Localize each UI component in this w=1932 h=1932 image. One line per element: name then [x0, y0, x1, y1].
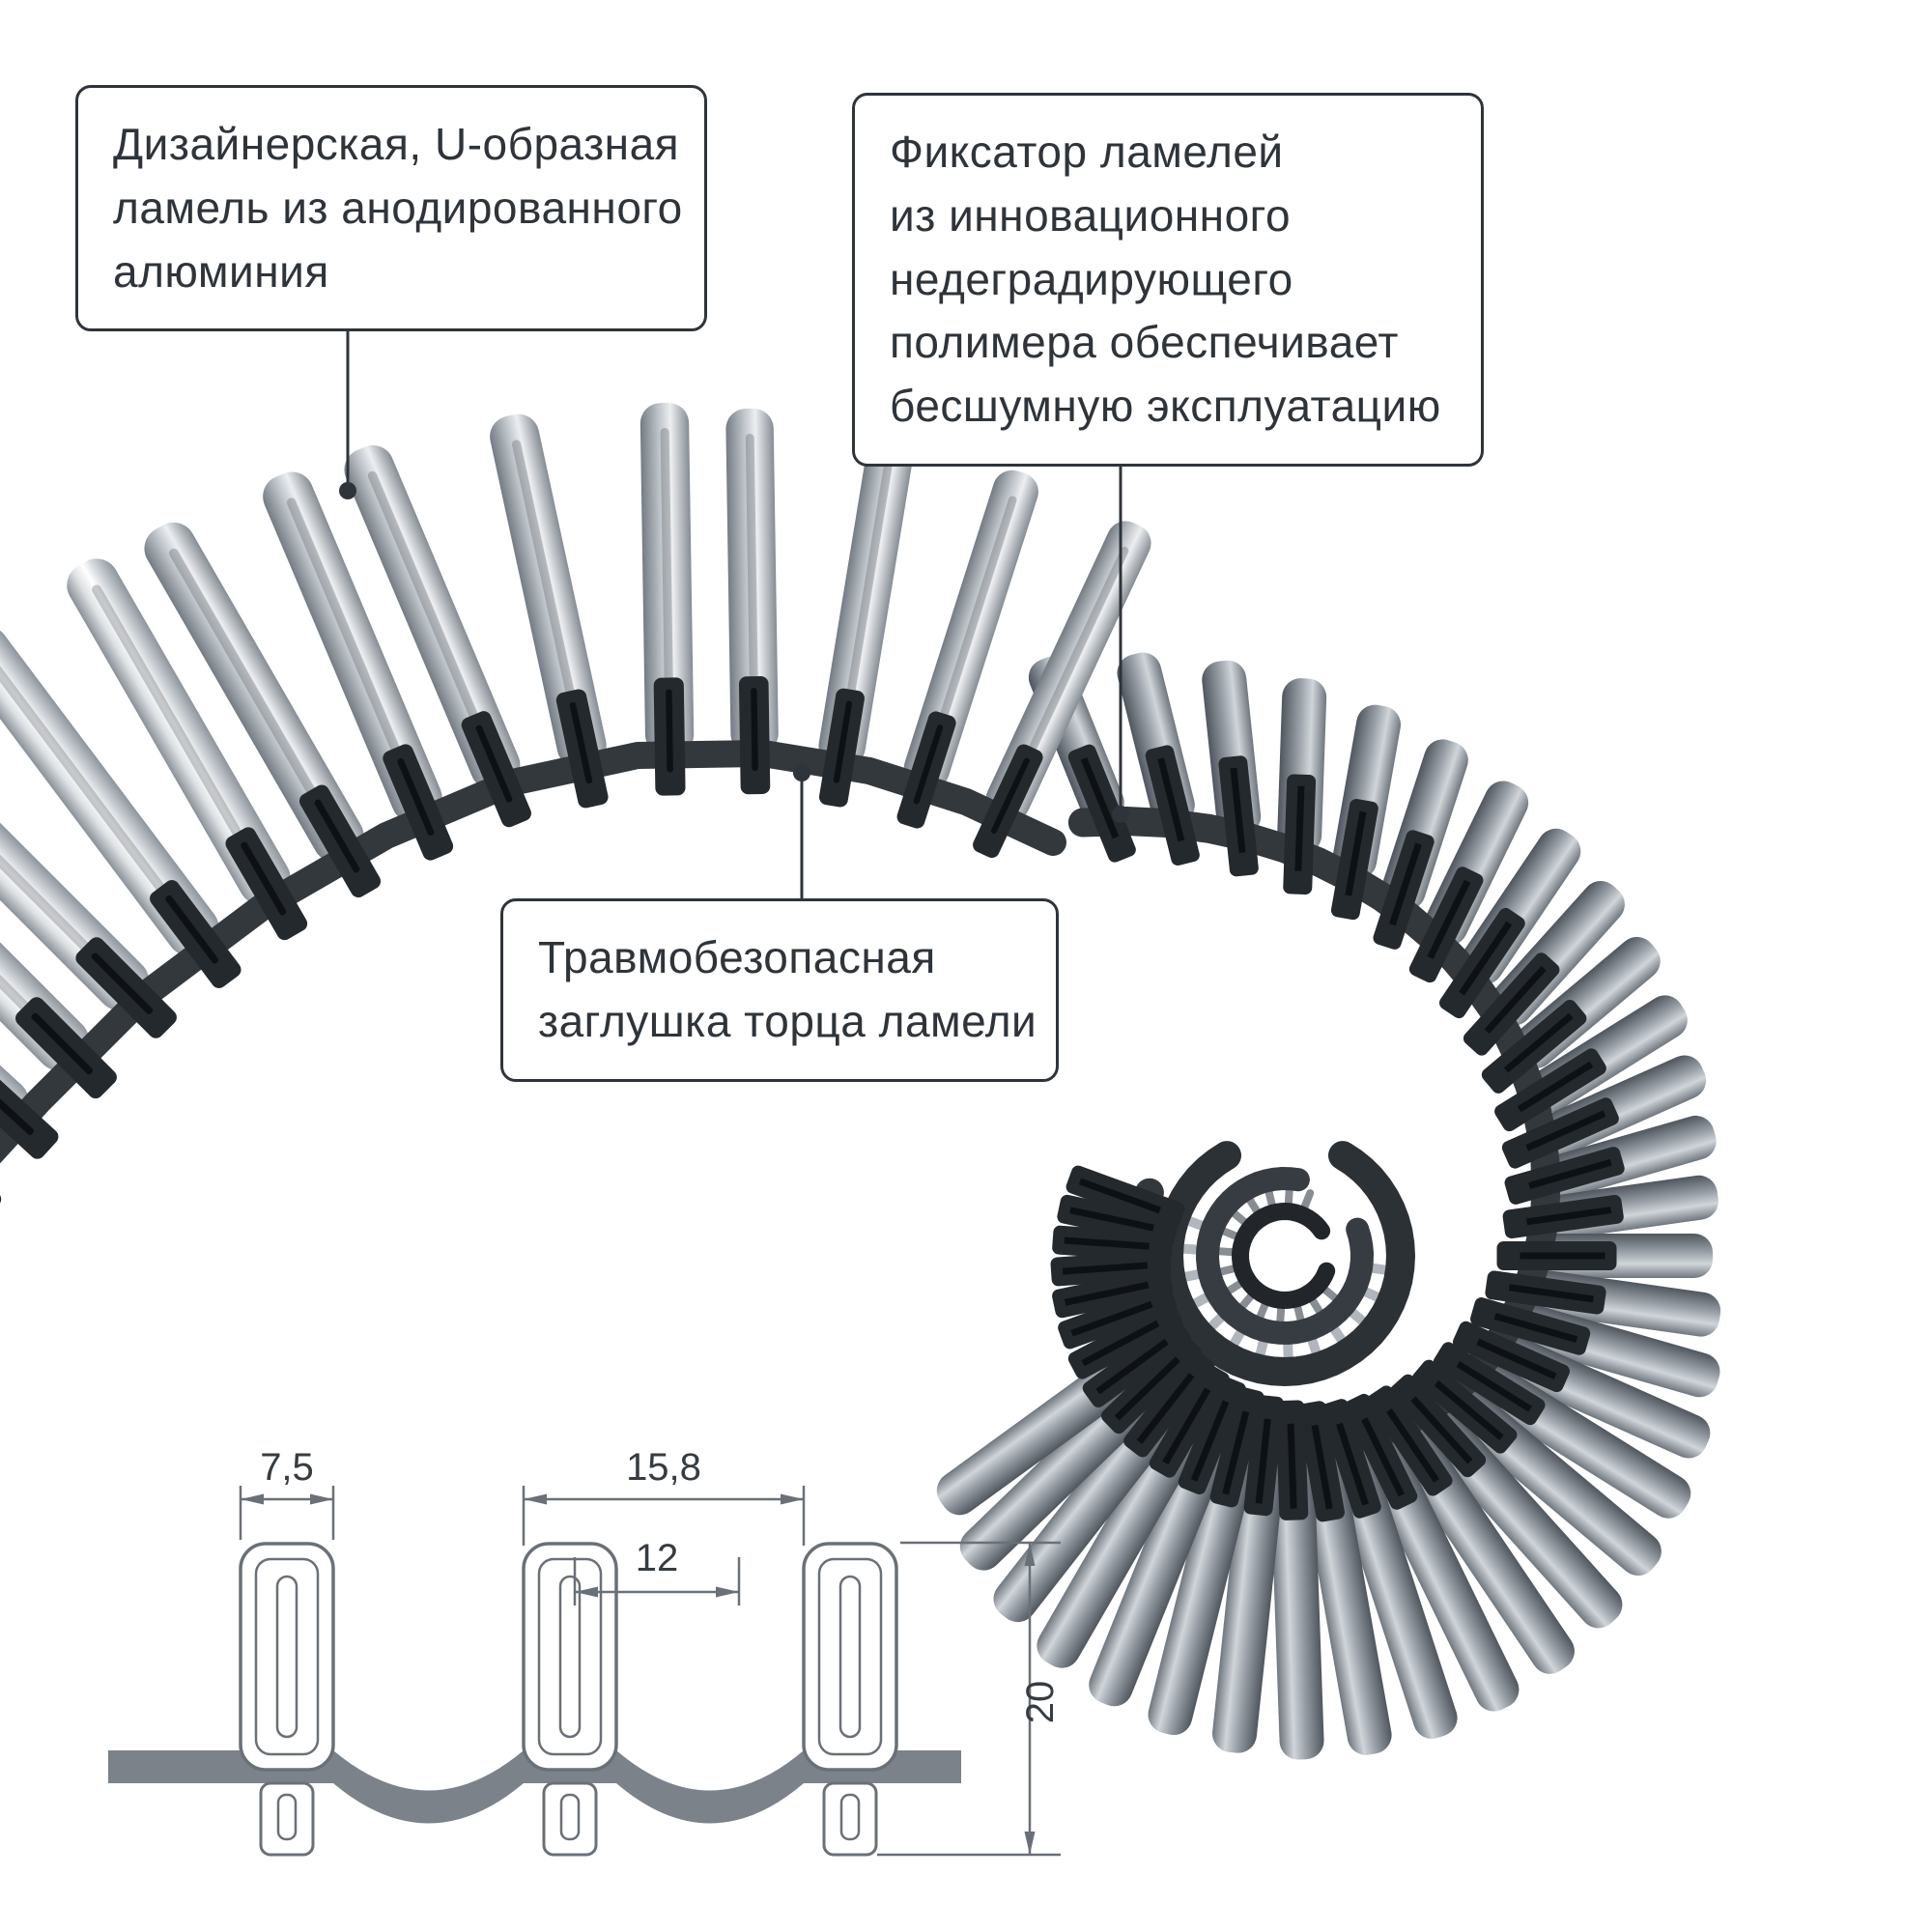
callout-text-line: недеградирующего [890, 253, 1293, 304]
callout-text-line: из инновационного [890, 189, 1292, 241]
callout-text-line: бесшумную эксплуатацию [890, 381, 1441, 432]
leader-dot-endcap [793, 764, 810, 781]
cross-section-drawing [108, 1542, 961, 1857]
callout-text-line: ламель из анодированного [113, 182, 683, 233]
callout-text-line: алюминия [113, 245, 329, 297]
dimension-lines [239, 1486, 1061, 1857]
dim-label-gap: 12 [636, 1537, 679, 1579]
callout-lamella: Дизайнерская, U-образная ламель из аноди… [75, 85, 707, 332]
callout-text-line: Фиксатор ламелей [890, 127, 1284, 177]
dim-label-lamella-width: 7,5 [260, 1446, 314, 1489]
callout-text-line: Травмобезопасная [538, 932, 936, 982]
callout-text-line: заглушка торца ламели [538, 995, 1037, 1046]
callout-fixator: Фиксатор ламелей из инновационного недег… [852, 93, 1484, 467]
leader-dot-lamella [339, 482, 356, 499]
rolled-grille-section [936, 652, 1721, 1760]
callout-text-line: Дизайнерская, U-образная [113, 119, 680, 169]
callout-endcap: Травмобезопасная заглушка торца ламели [500, 898, 1059, 1082]
dim-label-pitch: 15,8 [626, 1446, 701, 1489]
callout-text-line: полимера обеспечивает [890, 317, 1399, 368]
arched-grille-section [0, 402, 1151, 1222]
leader-dot-fixator [1112, 806, 1129, 823]
dim-label-height: 20 [1019, 1681, 1062, 1724]
callout-leader-lines [339, 282, 1129, 898]
